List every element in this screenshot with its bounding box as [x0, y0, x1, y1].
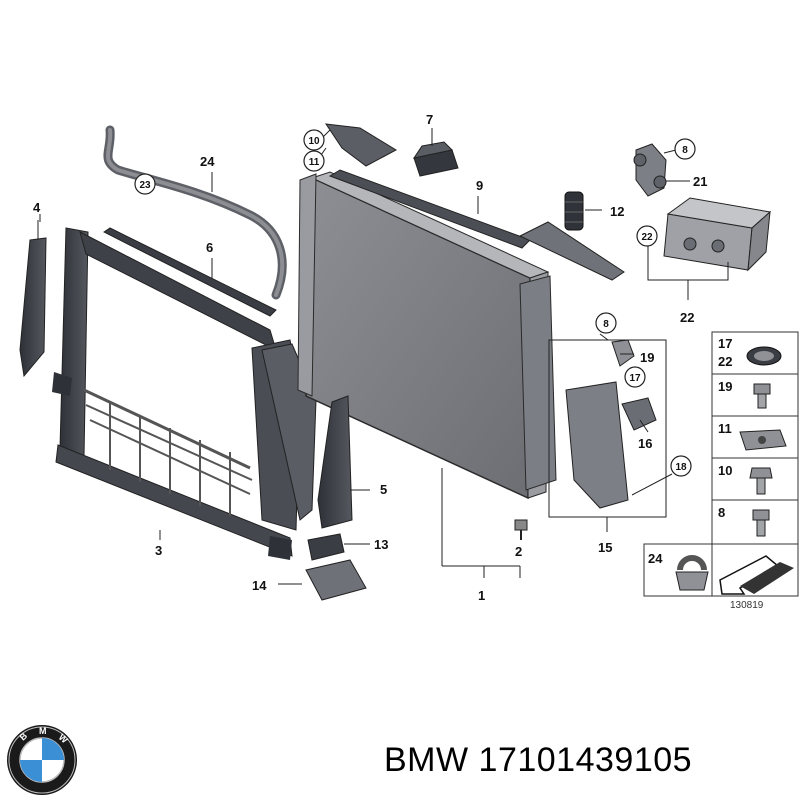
- callout-24-hose: 23: [139, 180, 151, 191]
- rubber-mount: [564, 191, 602, 231]
- legend-label-22: 22: [718, 354, 732, 369]
- fastener-legend: [711, 331, 799, 545]
- callout-13: 13: [374, 537, 388, 552]
- coolant-hose: [103, 125, 287, 300]
- small-clip: [307, 533, 370, 561]
- screw-part-2: [514, 519, 528, 540]
- legend-bottom: [643, 543, 799, 597]
- diagram-reference-number: 130819: [730, 600, 764, 611]
- callout-21: 22: [680, 310, 694, 325]
- part-15-group: [548, 339, 673, 532]
- callout-11: 11: [309, 157, 320, 168]
- callout-10: 10: [308, 136, 320, 147]
- seal-strip: [103, 227, 277, 317]
- callout-8-group: 8: [603, 319, 609, 330]
- callout-4: 4: [33, 200, 41, 215]
- callout-20: 21: [693, 174, 707, 189]
- legend-label-11: 11: [718, 421, 732, 436]
- part-number: 17101439105: [478, 741, 693, 779]
- radiator: [297, 171, 557, 567]
- callout-3: 3: [155, 543, 162, 558]
- brand-name: BMW: [384, 741, 469, 779]
- top-mounting-bar: [328, 169, 625, 281]
- callout-15: 15: [598, 540, 612, 555]
- fan-shroud-frame: [52, 227, 317, 560]
- oil-cooler: [647, 197, 772, 300]
- callout-9: 9: [476, 178, 483, 193]
- callout-8-valve: 8: [682, 145, 688, 156]
- callout-7: 7: [426, 112, 433, 127]
- callout-12: 12: [610, 204, 624, 219]
- top-bracket: [324, 123, 398, 167]
- callout-18: 19: [640, 350, 654, 365]
- callout-1: 1: [478, 588, 485, 603]
- legend-label-8: 8: [718, 505, 725, 520]
- callout-23: 24: [200, 154, 215, 169]
- callout-17: 17: [629, 373, 641, 384]
- callout-22-cooler: 22: [641, 232, 653, 243]
- legend-label-19: 19: [718, 379, 732, 394]
- brand-part-number: BMW 17101439105: [384, 741, 692, 780]
- svg-text:B: B: [18, 730, 30, 742]
- bmw-logo: B M W: [7, 725, 77, 795]
- side-panel-right: [317, 395, 370, 529]
- callout-labels: 1 2 3 4 5 6 7 9 12 13 14 15 16 19 21 22 …: [33, 112, 764, 611]
- callout-14: 14: [252, 578, 267, 593]
- callout-5: 5: [380, 482, 387, 497]
- callout-16: 16: [638, 436, 652, 451]
- svg-text:M: M: [39, 726, 47, 736]
- legend-label-24: 24: [648, 551, 663, 566]
- legend-label-10: 10: [718, 463, 732, 478]
- lower-cover: [278, 559, 367, 601]
- callout-2: 2: [515, 544, 522, 559]
- callout-19: 18: [675, 462, 687, 473]
- legend-label-17: 17: [718, 336, 732, 351]
- side-bracket-left: [19, 220, 47, 378]
- callout-6: 6: [206, 240, 213, 255]
- bleeder-valve: [633, 143, 690, 197]
- clip-part: [412, 128, 459, 177]
